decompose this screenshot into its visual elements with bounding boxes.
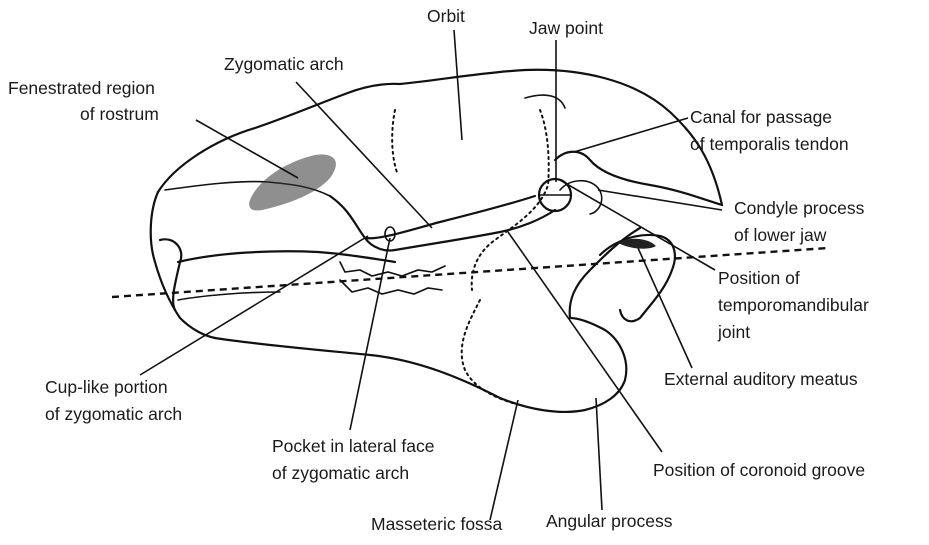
snout-tip-outline xyxy=(151,192,215,338)
label-tmj-line1: Position of xyxy=(718,268,800,288)
leader-canal xyxy=(574,118,688,152)
label-masseteric: Masseteric fossa xyxy=(371,514,503,534)
label-coronoid: Position of coronoid groove xyxy=(653,460,865,480)
labels: Orbit Jaw point Zygomatic arch Fenestrat… xyxy=(8,6,869,534)
coronoid-groove-dotted xyxy=(462,300,520,405)
leader-angular xyxy=(596,398,602,510)
condyle-outline xyxy=(560,181,602,214)
label-fenestrated-line1: Fenestrated region xyxy=(8,78,155,98)
leader-orbit xyxy=(454,30,462,140)
mandible-outline xyxy=(215,318,626,412)
label-fenestrated-line2: of rostrum xyxy=(80,104,159,124)
label-jaw-point: Jaw point xyxy=(529,18,603,38)
orbit-dotted-contour xyxy=(392,110,398,175)
leader-auditory xyxy=(638,248,692,368)
cranium-outline xyxy=(158,70,722,205)
label-zygomatic-arch: Zygomatic arch xyxy=(224,54,344,74)
label-orbit: Orbit xyxy=(427,6,465,26)
lower-tooth-row xyxy=(340,280,442,294)
orbit-dotted-contour-2 xyxy=(472,110,549,290)
upper-jaw-line xyxy=(178,251,395,262)
label-cup-line1: Cup-like portion xyxy=(45,377,168,397)
label-pocket-line2: of zygomatic arch xyxy=(272,463,409,483)
label-angular: Angular process xyxy=(546,511,673,531)
label-condyle-line1: Condyle process xyxy=(734,198,865,218)
label-tmj-line3: joint xyxy=(717,322,750,342)
leader-pocket xyxy=(350,238,390,430)
leader-tmj xyxy=(560,180,715,270)
upper-tooth-row xyxy=(340,262,445,276)
label-canal-line1: Canal for passage xyxy=(690,107,832,127)
label-condyle-line2: of lower jaw xyxy=(734,225,827,245)
label-tmj-line2: temporomandibular xyxy=(718,295,869,315)
label-auditory: External auditory meatus xyxy=(664,369,858,389)
orbit-rim xyxy=(525,95,565,108)
leader-masseteric xyxy=(490,400,518,520)
label-pocket-line1: Pocket in lateral face xyxy=(272,436,434,456)
label-canal-line2: of temporalis tendon xyxy=(690,134,849,154)
leader-fenestrated xyxy=(196,120,298,178)
skull-drawing xyxy=(151,70,722,412)
label-cup-line2: of zygomatic arch xyxy=(45,404,182,424)
